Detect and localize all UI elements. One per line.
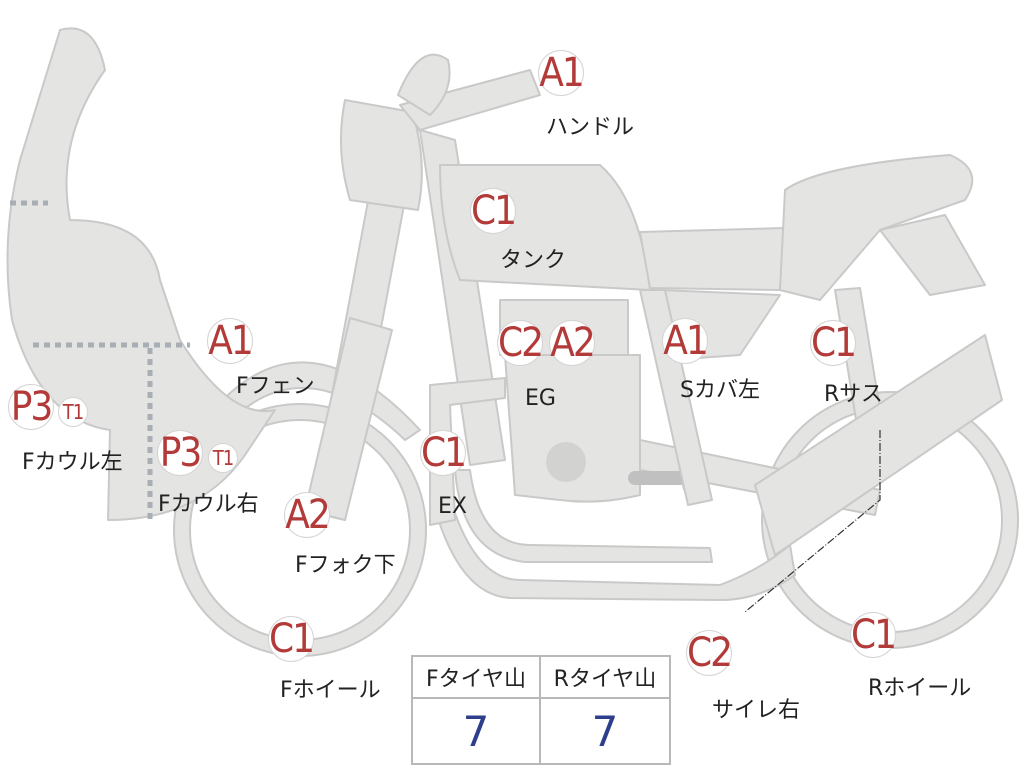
f-fender-grade-badge: A1	[207, 318, 254, 364]
s-cover-left-label: Sカバ左	[680, 378, 760, 403]
tire-tread-table: Fタイヤ山 Rタイヤ山 7 7	[411, 655, 671, 765]
f-wheel-label: Fホイール	[280, 678, 381, 703]
tank-grade-badge: C1	[470, 188, 517, 234]
front-tire-header: Fタイヤ山	[413, 657, 541, 699]
silencer-right-grade-badge: C2	[686, 630, 733, 676]
seat-shape	[639, 227, 786, 291]
rear-cowl-shape	[779, 154, 974, 301]
f-wheel-grade-badge: C1	[268, 616, 315, 662]
tail-shape	[879, 214, 986, 296]
fork-lower-shape	[304, 317, 393, 521]
f-fork-lower-grade-badge: A2	[284, 492, 331, 538]
tank-label: タンク	[500, 248, 567, 273]
f-fender-label: Fフェン	[236, 374, 315, 399]
engine-grade-badge: C2	[497, 320, 544, 366]
exhaust-label: EX	[438, 494, 467, 519]
frame-bottom-shape	[454, 469, 713, 563]
rear-tire-value: 7	[591, 706, 619, 756]
f-cowl-right-grade-badge: P3	[157, 430, 203, 476]
engine-cover-shape	[546, 442, 586, 482]
rear-tire-header: Rタイヤ山	[541, 657, 669, 699]
silencer-shape	[754, 334, 1003, 556]
engine-grade-badge-2: A2	[549, 320, 596, 366]
headlight-shape	[340, 99, 423, 211]
mirror-shape	[397, 53, 451, 116]
f-cowl-left-label: Fカウル左	[22, 450, 123, 475]
engine-label: EG	[525, 386, 556, 411]
f-cowl-right-label: Fカウル右	[158, 492, 259, 517]
r-wheel-grade-badge: C1	[850, 612, 897, 658]
front-cowl-shape	[6, 27, 276, 521]
r-suspension-grade-badge: C1	[810, 320, 857, 366]
silencer-right-label: サイレ右	[712, 698, 801, 723]
r-wheel-label: Rホイール	[868, 676, 972, 701]
leader-line	[744, 430, 881, 613]
r-suspension-label: Rサス	[824, 382, 883, 407]
exhaust-pipe-shape	[429, 377, 506, 526]
exhaust-grade-badge: C1	[420, 430, 467, 476]
f-fork-lower-label: Fフォク下	[295, 553, 396, 578]
handle-label: ハンドル	[546, 115, 635, 140]
front-fender-shape	[204, 361, 421, 441]
f-cowl-left-grade-badge: P3	[8, 384, 54, 430]
frame-rear-shape	[639, 289, 713, 506]
handle-grade-badge: A1	[538, 50, 585, 96]
f-cowl-left-grade-badge-2: T1	[58, 397, 88, 427]
frame-lower-shape	[429, 479, 796, 601]
front-tire-value: 7	[413, 699, 541, 763]
engine-block-shape	[504, 354, 641, 503]
s-cover-left-grade-badge: A1	[662, 318, 709, 364]
f-cowl-right-grade-badge-2: T1	[208, 443, 238, 473]
